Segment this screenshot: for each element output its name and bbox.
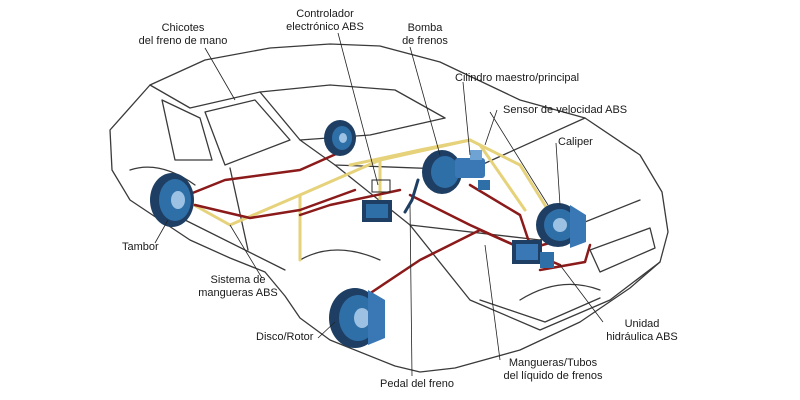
grille [479,297,601,323]
label-master-cylinder: Cilindro maestro/principal [455,72,580,84]
abs-hydraulic-unit [512,240,554,268]
door-line [229,167,249,251]
side-window-front [204,99,291,166]
label-brake-pump-line1: Bomba [407,22,443,34]
label-brake-fluid-lines-line2: del líquido de frenos [503,370,603,382]
label-abs-controller: Controlador electrónico ABS [270,8,380,34]
label-abs-hydraulic-unit-line2: hidráulica ABS [606,331,678,343]
front-bumper [409,224,661,331]
brake-pedal [403,178,420,214]
sill-line [174,214,286,271]
label-brake-pump-line2: de frenos [402,35,448,47]
rear-wheel-arch [129,166,196,186]
roofline [149,84,446,119]
abs-hoses [183,138,550,262]
label-brake-fluid-lines-line1: Mangueras/Tubos [508,357,598,369]
label-abs-hoses-line2: mangueras ABS [198,287,278,299]
front-right-caliper [536,203,586,248]
rear-drum [150,173,194,227]
label-handbrake-cables: Chicotes del freno de mano [118,22,248,48]
side-window-rear [161,99,213,161]
label-abs-speed-sensor: Sensor de velocidad ABS [503,104,628,116]
label-brake-pump: Bomba de frenos [385,22,465,48]
rear-disc [324,120,356,156]
car-body-silhouette [109,43,669,373]
label-caliper: Caliper [558,136,593,148]
label-brake-pedal: Pedal del freno [380,378,454,390]
label-abs-hydraulic-unit: Unidad hidráulica ABS [592,318,692,344]
label-brake-fluid-lines: Mangueras/Tubos del líquido de frenos [488,357,618,383]
label-abs-hydraulic-unit-line1: Unidad [624,318,660,330]
label-disc-rotor: Disco/Rotor [256,331,314,343]
front-disc [329,288,385,348]
label-handbrake-line1: Chicotes [161,22,205,34]
abs-controller-unit [362,179,392,222]
label-handbrake-line2: del freno de mano [138,35,228,47]
front-wheel-arch [299,249,381,261]
headlight [589,227,656,273]
label-abs-controller-line2: electrónico ABS [286,21,364,33]
brake-booster-master-cylinder [422,150,490,194]
label-abs-hoses-line1: Sistema de [210,274,266,286]
hood-edge [299,117,586,171]
label-abs-hoses: Sistema de mangueras ABS [188,274,288,300]
label-drum: Tambor [122,241,159,253]
leader-lines [154,32,604,377]
fender-front [519,283,601,301]
label-abs-controller-line1: Controlador [296,8,354,20]
